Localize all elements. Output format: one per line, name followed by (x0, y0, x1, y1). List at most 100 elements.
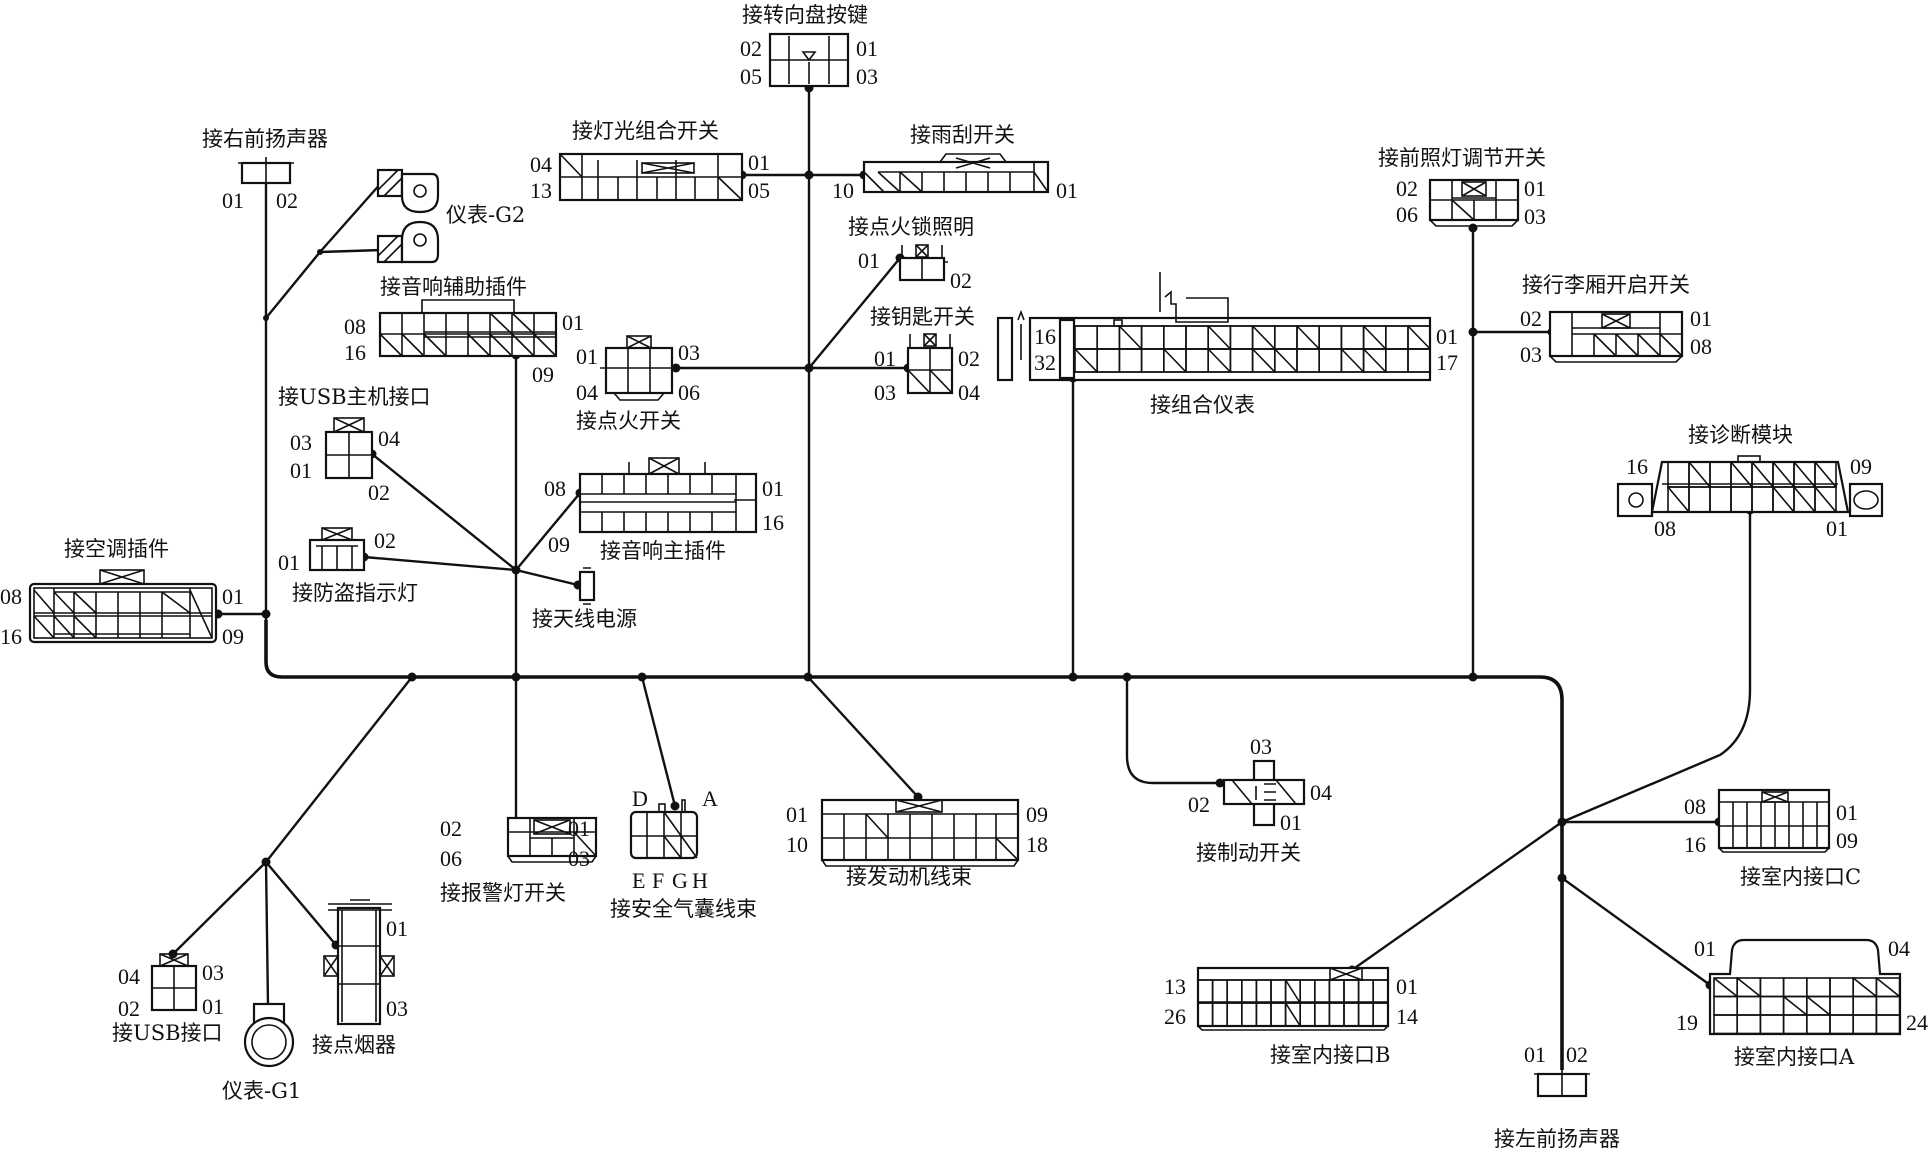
pin-number: 02 (440, 816, 462, 841)
pin-cell-blank (1875, 977, 1901, 998)
pin-number: 01 (748, 150, 770, 175)
pin-cell-blank (1793, 461, 1816, 488)
connector-brake-switch[interactable]: 接制动开关 03 02 04 01 (1188, 734, 1332, 865)
pin-number: 01 (222, 188, 244, 213)
label-diagnostic: 接诊断模块 (1688, 423, 1793, 447)
pin-number: 01 (1826, 516, 1848, 541)
connector-wiper-switch[interactable]: 接雨刮开关 10 01 (832, 123, 1078, 203)
pin-number: 02 (1188, 792, 1210, 817)
pin-cell-blank (1207, 325, 1231, 350)
pin-number: 01 (562, 310, 584, 335)
pin-number: 03 (874, 380, 896, 405)
pin-cell-blank (1852, 977, 1877, 998)
connector-ignition-lock-light[interactable]: 接点火锁照明 01 02 (848, 215, 974, 293)
connector-engine-harness[interactable]: 接发动机线束 01 09 10 18 (786, 798, 1048, 889)
connector-usb-host[interactable]: 接USB主机接口 03 04 01 02 (278, 385, 431, 505)
label-left-front-speaker: 接左前扬声器 (1494, 1127, 1620, 1151)
pin-number: 02 (276, 188, 298, 213)
pin-cell-blank (1252, 325, 1276, 350)
connector-airbag-harness[interactable]: 接安全气囊线束 D A E F G H (610, 786, 757, 921)
label-airbag-harness: 接安全气囊线束 (610, 897, 757, 921)
pin-cell-blank (1730, 461, 1753, 488)
label-usb-port: 接USB接口 (112, 1021, 223, 1045)
connector-key-switch[interactable]: 接钥匙开关 01 02 03 04 (870, 305, 980, 405)
pin-cell-blank (1163, 348, 1187, 373)
wire-engine (807, 676, 919, 798)
label-headlamp-level-switch: 接前照灯调节开关 (1378, 146, 1546, 170)
pin-number: 09 (1836, 828, 1858, 853)
connector-steering-buttons[interactable]: 接转向盘按键 02 01 05 03 (740, 3, 878, 89)
connector-trunk-switch[interactable]: 接行李厢开启开关 02 01 03 08 (1520, 273, 1712, 367)
pin-number: 08 (544, 476, 566, 501)
pin-number: 01 (1056, 178, 1078, 203)
pin-cell-blank (1074, 348, 1098, 373)
pin-cell-blank (1814, 486, 1837, 513)
pin-number: 01 (1836, 800, 1858, 825)
wire-lower-left (265, 676, 413, 863)
pin-number: 01 (1396, 974, 1418, 999)
connector-antenna-power[interactable]: 接天线电源 (532, 567, 637, 631)
pin-cell (1372, 1002, 1389, 1027)
pin-number: 16 (1626, 454, 1648, 479)
ground-gauge-g2[interactable]: 仪表-G2 (376, 168, 525, 264)
pin-cell-blank (1772, 486, 1795, 513)
connector-left-front-speaker[interactable]: 接左前扬声器 01 02 (1494, 1042, 1620, 1151)
pin-cell-blank (1284, 979, 1301, 1004)
wire-g2-b (319, 248, 383, 254)
label-interior-c: 接室内接口C (1740, 865, 1861, 889)
connector-audio-main[interactable]: 接音响主插件 08 01 16 09 (544, 457, 784, 563)
label-combination-meter: 接组合仪表 (1150, 393, 1255, 417)
pin-number: 19 (1676, 1010, 1698, 1035)
connector-hazard-switch[interactable]: 接报警灯开关 02 01 06 03 (440, 816, 598, 905)
label-antitheft-lamp: 接防盗指示灯 (292, 581, 418, 605)
pin-cell-blank (1296, 325, 1320, 350)
pin-number: 01 (222, 584, 244, 609)
pin-number: 26 (1164, 1004, 1186, 1029)
pin-number: 01 (874, 346, 896, 371)
connector-cigarette-lighter[interactable]: 接点烟器 01 03 (312, 899, 408, 1057)
connector-diagnostic[interactable]: 接诊断模块 16 09 08 01 (1616, 423, 1884, 541)
pin-cell-blank (1736, 977, 1761, 998)
pin-number: 32 (1034, 350, 1056, 375)
pin-number: F (652, 868, 664, 893)
pin-number: 03 (678, 340, 700, 365)
wire-airbag (640, 676, 677, 807)
pin-number: 02 (1396, 176, 1418, 201)
connector-headlamp-level-switch[interactable]: 接前照灯调节开关 02 01 06 03 (1378, 146, 1546, 229)
connector-ac-plug[interactable]: 接空调插件 08 16 01 09 (0, 537, 244, 649)
connector-interior-c[interactable]: 接室内接口C 08 01 16 09 (1684, 788, 1861, 889)
pin-number: 02 (374, 528, 396, 553)
wire-g1 (264, 861, 270, 1007)
connector-combination-meter[interactable]: 接组合仪表 16 32 01 17 (996, 272, 1458, 417)
connector-right-front-speaker[interactable]: 接右前扬声器 01 02 (202, 127, 328, 213)
pin-number: 04 (1310, 780, 1332, 805)
pin-number: 09 (532, 362, 554, 387)
connector-usb-port[interactable]: 接USB接口 04 03 02 01 (112, 953, 224, 1045)
pin-number: 09 (1850, 454, 1872, 479)
ground-gauge-g1[interactable]: 仪表-G1 (222, 1002, 301, 1103)
connector-interior-a[interactable]: 接室内接口A 01 04 19 24 (1676, 936, 1928, 1069)
pin-cell-blank (1274, 348, 1298, 373)
pin-number: 06 (678, 380, 700, 405)
connector-antitheft-lamp[interactable]: 接防盗指示灯 01 02 (278, 527, 418, 605)
pin-number: 01 (386, 916, 408, 941)
connector-ignition-switch[interactable]: 接点火开关 01 03 04 06 (576, 335, 700, 433)
wire-usb-host (371, 453, 517, 571)
pin-cell-blank (1252, 348, 1276, 373)
pin-number: 01 (856, 36, 878, 61)
pin-number: 01 (278, 550, 300, 575)
pin-number: 08 (1690, 334, 1712, 359)
wire-interior-a (1561, 877, 1711, 986)
connector-light-switch[interactable]: 接灯光组合开关 04 13 01 05 (530, 119, 770, 203)
label-brake-switch: 接制动开关 (1196, 841, 1301, 865)
wire-interior-b (1351, 821, 1563, 971)
pin-number: 08 (1684, 794, 1706, 819)
connector-interior-b[interactable]: 接室内接口B 13 01 26 14 (1164, 966, 1418, 1067)
pin-number: 05 (748, 178, 770, 203)
pin-number: 08 (344, 314, 366, 339)
wire-antenna (515, 568, 579, 587)
connector-audio-aux[interactable]: 接音响辅助插件 08 16 01 09 (344, 275, 584, 387)
pin-number: 09 (1026, 802, 1048, 827)
pin-cell-blank (1806, 995, 1831, 1016)
wire-antitheft (363, 555, 517, 572)
